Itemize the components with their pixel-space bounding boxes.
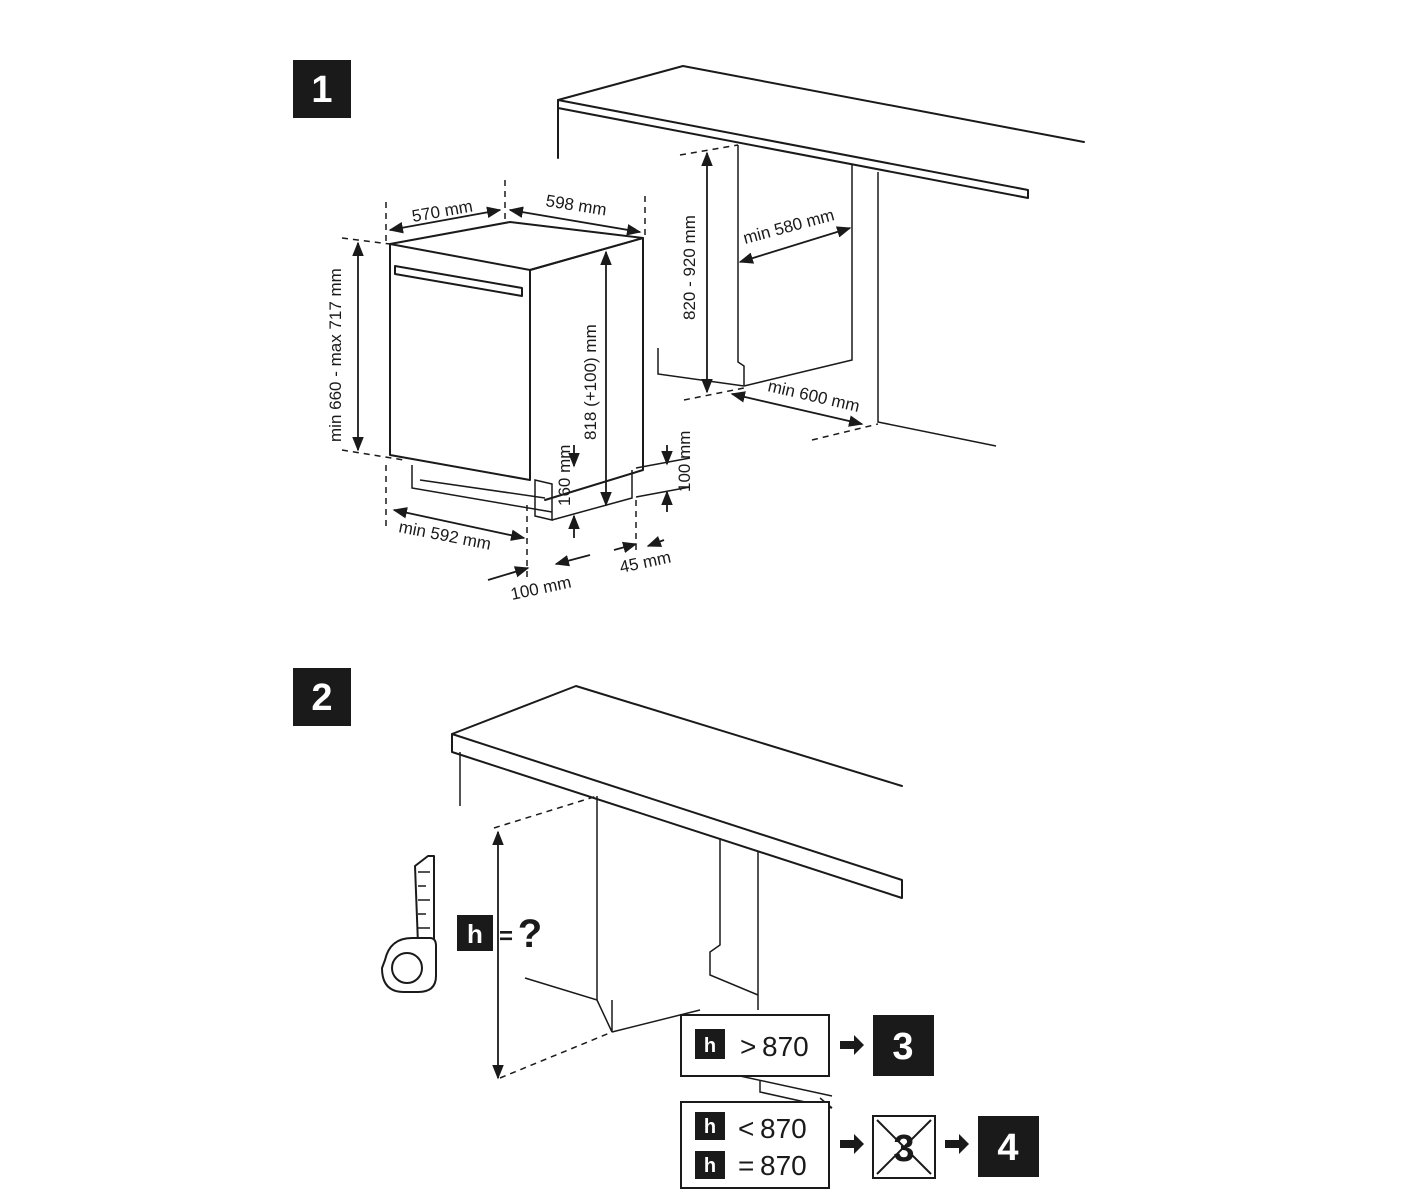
- condition-box-less-equal: h < 870 h = 870: [680, 1101, 830, 1189]
- dim-height-front: 818 (+100) mm: [581, 324, 600, 440]
- step-1-dimension-labels: 570 mm 598 mm min 660 - max 717 mm 818 (…: [326, 191, 862, 604]
- svg-text:4: 4: [997, 1127, 1018, 1169]
- tape-measure-icon: [381, 855, 437, 993]
- dim-offset-45: 45 mm: [618, 548, 673, 577]
- svg-text:2: 2: [311, 677, 332, 719]
- svg-text:=: =: [499, 923, 513, 950]
- step-1-badge: 1: [293, 60, 351, 118]
- svg-text:=: =: [738, 1150, 754, 1181]
- dim-niche-depth: min 580 mm: [741, 205, 836, 248]
- dim-offset-100: 100 mm: [509, 573, 573, 604]
- svg-text:3: 3: [893, 1128, 914, 1170]
- svg-text:?: ?: [518, 912, 542, 956]
- dim-plinth-var-label: 100 mm: [675, 431, 694, 492]
- svg-text:h: h: [467, 919, 483, 949]
- svg-text:100 mm: 100 mm: [675, 431, 694, 492]
- step-1-dimension-lines: [341, 151, 864, 581]
- svg-text:h: h: [704, 1035, 716, 1057]
- step-2-countertop: [451, 685, 903, 1109]
- svg-text:870: 870: [760, 1113, 807, 1144]
- height-measure-label: h = ?: [457, 912, 542, 956]
- dim-width: 598 mm: [544, 191, 608, 219]
- svg-text:1: 1: [311, 69, 332, 111]
- step-4-badge: 4: [978, 1116, 1039, 1177]
- step-1-countertop: [557, 65, 1085, 447]
- svg-text:160 mm: 160 mm: [555, 445, 574, 506]
- svg-text:3: 3: [892, 1026, 913, 1068]
- crossed-out-step-3-icon: 3: [872, 1115, 936, 1179]
- svg-text:>: >: [740, 1031, 756, 1062]
- dim-plinth-label: 160 mm: [555, 445, 574, 506]
- condition-box-greater: h > 870: [680, 1014, 830, 1077]
- svg-text:h: h: [704, 1116, 716, 1138]
- arrow-right-icon: [840, 1035, 864, 1055]
- arrow-right-icon: [945, 1134, 969, 1154]
- step-2-badge: 2: [293, 668, 351, 726]
- svg-text:870: 870: [762, 1031, 809, 1062]
- svg-text:870: 870: [760, 1150, 807, 1181]
- dim-niche-width: min 600 mm: [766, 376, 861, 416]
- arrow-right-icon: [840, 1134, 864, 1154]
- dishwasher-drawing: [389, 221, 644, 521]
- dim-depth: 570 mm: [410, 197, 474, 226]
- svg-text:h: h: [704, 1155, 716, 1177]
- dim-min-width: min 592 mm: [397, 517, 492, 553]
- step-3-badge: 3: [873, 1015, 934, 1076]
- dim-height-side: min 660 - max 717 mm: [326, 268, 345, 442]
- svg-text:<: <: [738, 1113, 754, 1144]
- dim-niche-height: 820 - 920 mm: [680, 215, 699, 320]
